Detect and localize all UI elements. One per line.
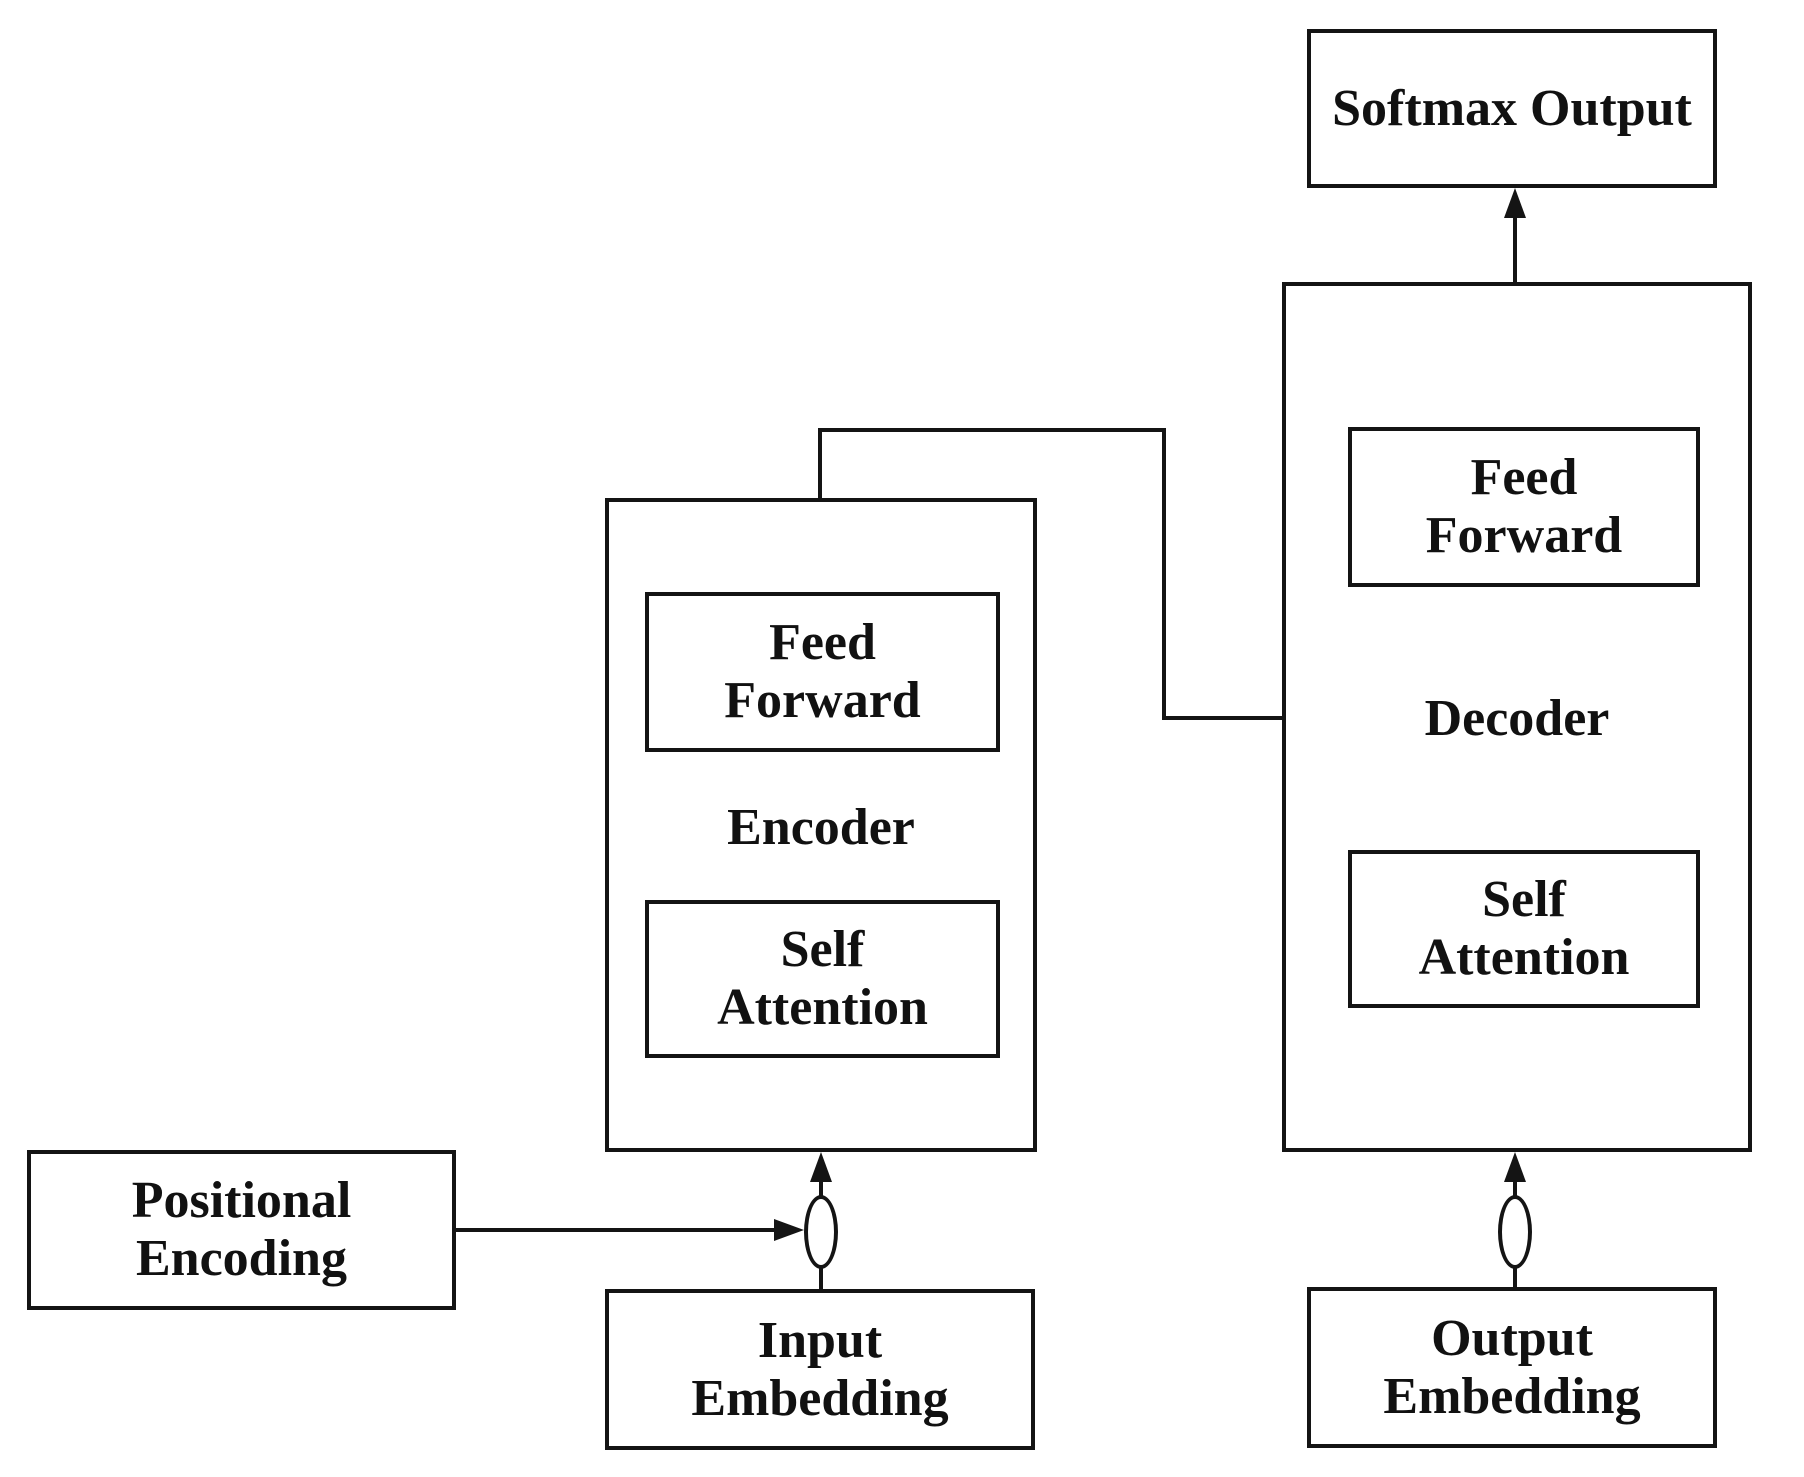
decoder-box: Feed Forward Decoder Self Attention — [1282, 282, 1752, 1152]
encoder-to-decoder-connector-top-segment — [818, 428, 1166, 432]
encoder-label: Encoder — [727, 799, 915, 856]
decoder-to-softmax-arrow-stem — [1513, 214, 1517, 282]
input-junction-to-encoder-arrowhead-icon — [810, 1152, 832, 1182]
positional-encoding-box: Positional Encoding — [27, 1150, 456, 1310]
output-add-junction-ellipse — [1498, 1195, 1532, 1269]
encoder-self-attention-box: Self Attention — [645, 900, 1000, 1058]
encoder-to-decoder-connector-stem — [818, 430, 822, 500]
positional-encoding-label: Positional Encoding — [131, 1172, 352, 1287]
encoder-self-attention-label: Self Attention — [717, 921, 928, 1036]
softmax-output-label: Softmax Output — [1332, 79, 1692, 137]
input-embedding-label: Input Embedding — [691, 1311, 949, 1427]
encoder-feed-forward-label: Feed Forward — [724, 614, 921, 729]
encoder-feed-forward-box: Feed Forward — [645, 592, 1000, 752]
decoder-label: Decoder — [1424, 690, 1610, 747]
output-embedding-box: Output Embedding — [1307, 1287, 1717, 1448]
output-embedding-label: Output Embedding — [1383, 1309, 1641, 1425]
input-embedding-to-junction-stem — [819, 1267, 823, 1291]
input-add-junction-ellipse — [804, 1195, 838, 1269]
output-embedding-to-junction-stem — [1513, 1267, 1517, 1289]
encoder-to-decoder-connector-bottom-segment — [1162, 716, 1284, 720]
input-junction-to-encoder-stem — [819, 1180, 823, 1198]
encoder-to-decoder-connector-vertical-segment — [1162, 428, 1166, 720]
decoder-to-softmax-arrowhead-icon — [1504, 188, 1526, 218]
decoder-feed-forward-label: Feed Forward — [1425, 449, 1623, 564]
softmax-output-box: Softmax Output — [1307, 29, 1717, 188]
output-junction-to-decoder-stem — [1513, 1180, 1517, 1198]
positional-encoding-arrowhead-icon — [774, 1219, 804, 1241]
input-embedding-box: Input Embedding — [605, 1289, 1035, 1450]
encoder-box: Feed Forward Encoder Self Attention — [605, 498, 1037, 1152]
decoder-self-attention-label: Self Attention — [1418, 871, 1630, 986]
decoder-feed-forward-box: Feed Forward — [1348, 427, 1700, 587]
decoder-self-attention-box: Self Attention — [1348, 850, 1700, 1008]
output-junction-to-decoder-arrowhead-icon — [1504, 1152, 1526, 1182]
positional-encoding-arrow-line — [456, 1228, 776, 1232]
